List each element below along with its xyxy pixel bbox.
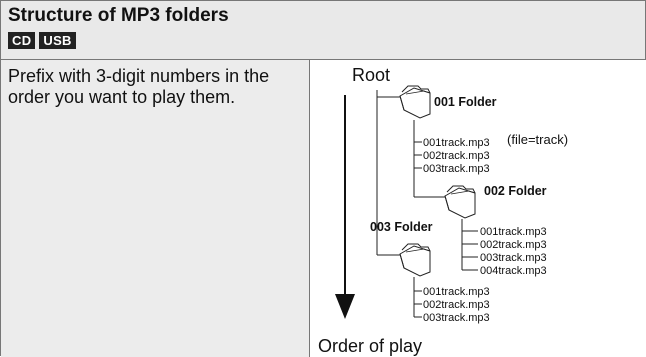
- folder-002-track: 003track.mp3: [480, 252, 547, 264]
- folder-003-icon: [399, 243, 431, 277]
- section-header: Structure of MP3 folders CD USB: [0, 0, 646, 59]
- instruction-cell: Prefix with 3-digit numbers in the order…: [1, 60, 310, 357]
- folder-tree-diagram: Root 001 Folder 001track.mp3: [318, 65, 568, 356]
- folder-001-track: 002track.mp3: [423, 150, 490, 162]
- media-badges: CD USB: [8, 32, 76, 49]
- folder-002-icon: [444, 185, 476, 219]
- folder-003-track: 001track.mp3: [423, 286, 490, 298]
- folder-002-label: 002 Folder: [484, 184, 547, 198]
- section-title: Structure of MP3 folders: [8, 5, 229, 26]
- folder-002-track: 002track.mp3: [480, 239, 547, 251]
- folder-003-track: 002track.mp3: [423, 299, 490, 311]
- folder-001-track: 003track.mp3: [423, 163, 490, 175]
- folder-003-label: 003 Folder: [370, 220, 433, 234]
- root-label: Root: [352, 65, 390, 85]
- diagram-cell: Root 001 Folder 001track.mp3: [310, 60, 646, 357]
- order-of-play-label: Order of play: [318, 336, 422, 356]
- badge-cd: CD: [8, 32, 36, 49]
- folder-001-icon: [399, 85, 431, 119]
- folder-002-track: 004track.mp3: [480, 265, 547, 277]
- folder-002-track: 001track.mp3: [480, 226, 547, 238]
- badge-usb: USB: [39, 32, 76, 49]
- instruction-text: Prefix with 3-digit numbers in the order…: [8, 66, 270, 107]
- order-arrow: [335, 95, 355, 319]
- folder-001-label: 001 Folder: [434, 95, 497, 109]
- folder-001-track: 001track.mp3: [423, 137, 490, 149]
- folder-003-track: 003track.mp3: [423, 312, 490, 324]
- content-row: Prefix with 3-digit numbers in the order…: [0, 59, 646, 357]
- file-track-note: (file=track): [507, 132, 568, 147]
